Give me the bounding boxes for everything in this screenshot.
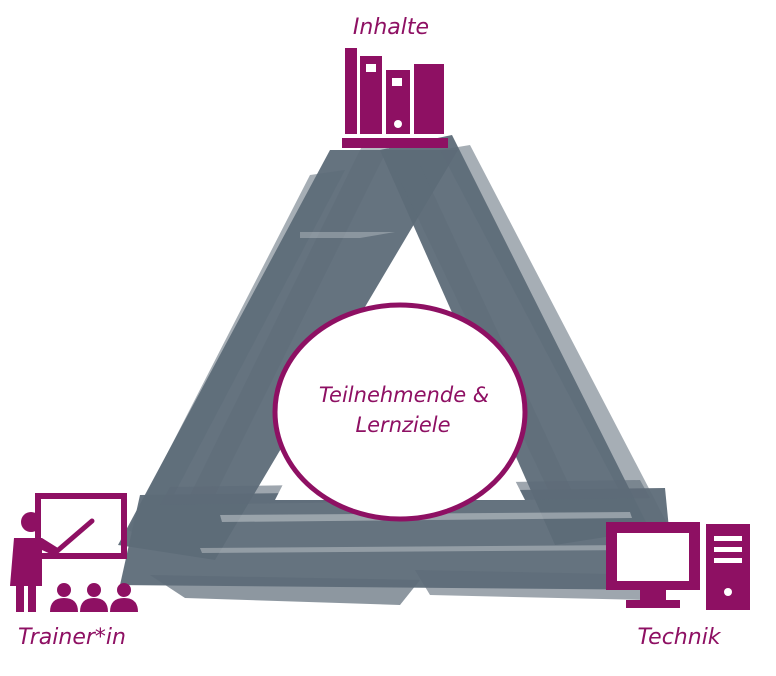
books-icon	[342, 48, 448, 148]
computer-icon	[606, 522, 750, 610]
node-label-right: Technik	[637, 625, 721, 650]
node-label-left: Trainer*in	[18, 625, 126, 650]
center-circle	[272, 302, 528, 522]
center-label-line2: Lernziele	[355, 413, 450, 437]
node-label-top: Inhalte	[353, 15, 429, 40]
center-label-line1: Teilnehmende &	[319, 383, 489, 407]
trainer-presentation-icon	[10, 493, 138, 612]
